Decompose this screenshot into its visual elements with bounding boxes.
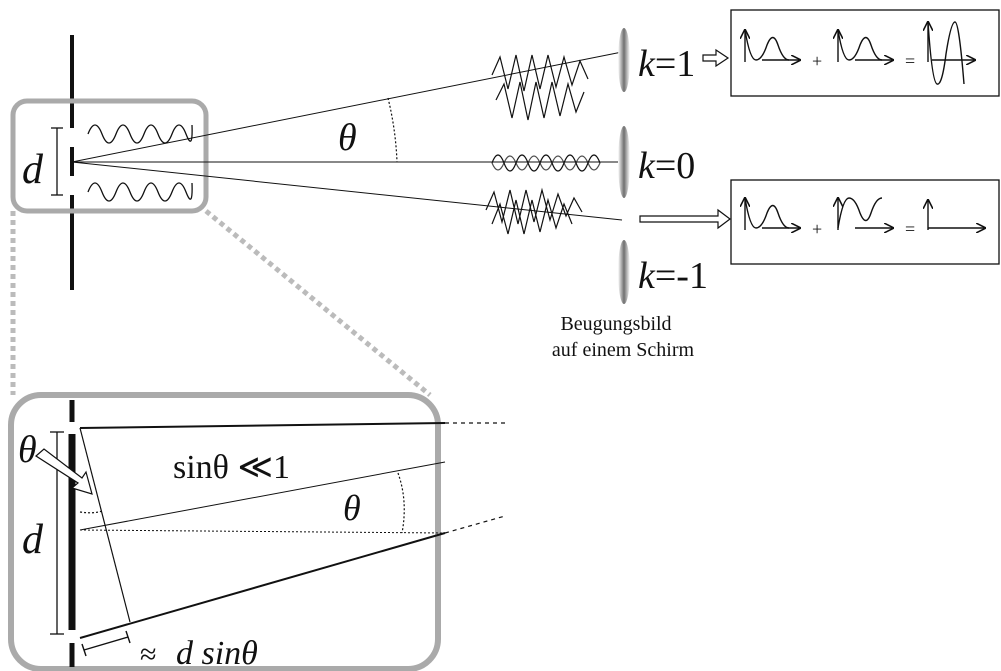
- zoom-distance-label: d: [22, 517, 44, 563]
- diffraction-screen: [618, 28, 630, 304]
- svg-text:k=-1: k=-1: [638, 255, 708, 297]
- wave-packets: [485, 54, 601, 235]
- plus-sign-1: +: [812, 51, 822, 71]
- slit-distance-label: d: [22, 147, 44, 193]
- slit-distance-marker: [51, 127, 63, 196]
- superposition-box-constructive: [730, 9, 1000, 97]
- diffraction-rays: [71, 51, 623, 221]
- angle-arc: [387, 97, 398, 163]
- zoom-inset-frame: [8, 392, 441, 671]
- superposition-box-destructive: [730, 179, 1000, 265]
- zoom-theta-right-label: θ: [343, 488, 361, 528]
- plus-sign-2: +: [812, 219, 822, 239]
- order-label-k1: k=1: [638, 43, 695, 85]
- path-difference-expr: d sinθ: [176, 635, 258, 671]
- order-label-k0: k=0: [638, 145, 695, 187]
- zoom-theta-left-label: θ: [18, 429, 37, 471]
- zoom-source-frame: [10, 98, 209, 214]
- zoom-theta-pointer: [35, 448, 93, 495]
- zoom-rays: [79, 422, 446, 639]
- path-difference-approx: ≈: [140, 638, 156, 671]
- destructive-wave-1: [745, 198, 800, 230]
- incoming-waves: [87, 124, 193, 202]
- destructive-wave-2: [838, 198, 893, 230]
- svg-text:k=0: k=0: [638, 145, 695, 187]
- screen-caption-line2: auf einem Schirm: [552, 339, 695, 361]
- screen-caption-line1: Beugungsbild: [560, 313, 671, 335]
- svg-text:k=1: k=1: [638, 43, 695, 85]
- hollow-arrow-k0: [639, 208, 731, 230]
- destructive-wave-sum: [928, 200, 985, 230]
- constructive-wave-sum: [928, 22, 975, 85]
- zoom-left-arc: [79, 510, 103, 514]
- constructive-wave-2: [838, 30, 893, 62]
- zoom-sin-condition: sinθ ≪1: [173, 449, 290, 486]
- hollow-arrow-k1: [702, 48, 730, 68]
- zoom-right-arc: [397, 472, 405, 534]
- angle-label: θ: [338, 117, 357, 159]
- order-label-km1: k=-1: [638, 255, 708, 297]
- path-difference-marker: [81, 630, 131, 657]
- constructive-wave-1: [745, 30, 800, 62]
- zoom-ray-extensions: [444, 422, 506, 534]
- equals-sign-1: =: [905, 51, 915, 71]
- equals-sign-2: =: [905, 219, 915, 239]
- zoom-connectors: [10, 209, 432, 397]
